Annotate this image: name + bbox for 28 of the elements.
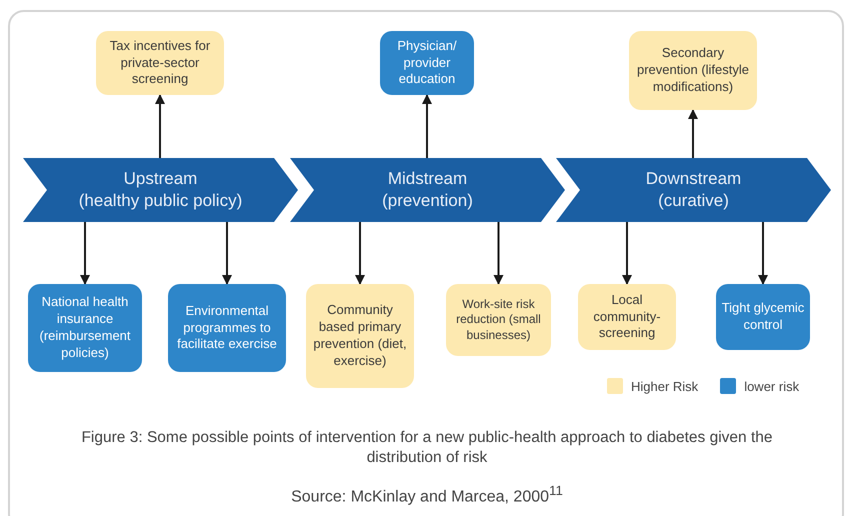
stage-label: (curative) bbox=[657, 190, 730, 212]
arrow bbox=[622, 222, 632, 285]
arrow bbox=[80, 222, 90, 285]
intervention-box: Physician/ provider education bbox=[380, 31, 474, 95]
arrow bbox=[355, 222, 365, 285]
stage-label: Midstream bbox=[386, 168, 468, 190]
legend-label: Higher Risk bbox=[631, 378, 698, 394]
arrow bbox=[758, 222, 768, 285]
arrow bbox=[155, 94, 165, 158]
arrow bbox=[494, 222, 504, 285]
intervention-box: National health insurance (reimbursement policies) bbox=[28, 284, 142, 372]
intervention-box: Work-site risk reduction (small businesses) bbox=[446, 284, 551, 356]
source-note: Source: McKinlay and Marcea, 2000$^{11}$ bbox=[290, 483, 564, 506]
intervention-box: Environmental programmes to facilitate exercise bbox=[168, 284, 286, 372]
intervention-box: Secondary prevention (lifestyle modifications) bbox=[629, 31, 757, 110]
figure-caption: Figure 3: Some possible points of intervention for a new public-health approach to diabetes given the distribution of risk bbox=[80, 428, 774, 468]
stage-label: Downstream bbox=[644, 168, 742, 190]
intervention-box: Community based primary prevention (diet, exercise) bbox=[306, 284, 414, 388]
arrow bbox=[222, 222, 232, 285]
intervention-box: Tight glycemic control bbox=[716, 284, 810, 350]
stage-label: (prevention) bbox=[381, 190, 474, 212]
intervention-box: Local community-screening bbox=[578, 284, 676, 350]
arrow bbox=[422, 94, 432, 158]
arrow bbox=[688, 109, 698, 158]
intervention-box: Tax incentives for private-sector screening bbox=[96, 31, 224, 95]
stage-label: Upstream bbox=[122, 168, 198, 190]
stage-label: (healthy public policy) bbox=[78, 190, 244, 212]
legend-label: lower risk bbox=[744, 378, 800, 394]
